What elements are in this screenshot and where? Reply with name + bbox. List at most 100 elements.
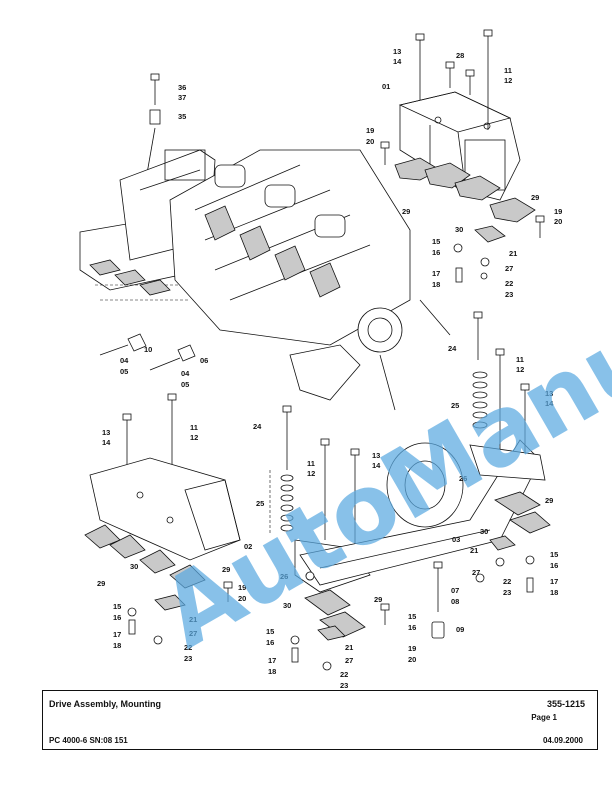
- callout-15-16: 15: [113, 602, 121, 611]
- issue-date: 04.09.2000: [542, 736, 583, 745]
- callout-13-14: 14: [545, 399, 554, 408]
- lower-right-frame-assembly: [299, 311, 551, 639]
- callout-13-14: 13: [545, 389, 553, 398]
- title-block: Drive Assembly, Mounting 355-1215 Page 1…: [42, 690, 598, 750]
- callout-02: 02: [244, 542, 252, 551]
- callout-29: 29: [545, 496, 553, 505]
- callout-27: 27: [505, 264, 513, 273]
- callout-11-12: 11: [516, 355, 524, 364]
- callout-01: 01: [382, 82, 390, 91]
- callout-11-12: 12: [504, 76, 512, 85]
- exploded-parts-diagram: 13 14 28 11 12 01 19 20 29 19 20 29 30 1…: [79, 29, 612, 690]
- callout-19-20: 19: [366, 126, 374, 135]
- callout-24: 24: [448, 344, 457, 353]
- callout-19-20: 20: [408, 655, 416, 664]
- callout-21: 21: [509, 249, 517, 258]
- callout-11-12: 11: [190, 423, 198, 432]
- callout-22-23: 23: [503, 588, 511, 597]
- engine-block: [169, 149, 451, 411]
- callout-15-16: 15: [266, 627, 274, 636]
- document-number: 355-1215: [546, 699, 585, 709]
- callout-labels: 13 14 28 11 12 01 19 20 29 19 20 29 30 1…: [97, 47, 562, 690]
- callout-06: 06: [200, 356, 208, 365]
- callout-27: 27: [472, 568, 480, 577]
- callout-04-05: 04: [120, 356, 129, 365]
- callout-13-14: 14: [102, 438, 111, 447]
- callout-13-14: 13: [393, 47, 401, 56]
- callout-19-20: 20: [366, 137, 374, 146]
- callout-22-23: 22: [340, 670, 348, 679]
- callout-15-16: 16: [113, 613, 121, 622]
- callout-13-14: 13: [102, 428, 110, 437]
- callout-13-14: 13: [372, 451, 380, 460]
- callout-22-23: 23: [184, 654, 192, 663]
- callout-29: 29: [97, 579, 105, 588]
- callout-13-14: 14: [372, 461, 381, 470]
- callout-07-08: 08: [451, 597, 459, 606]
- callout-22-23: 22: [503, 577, 511, 586]
- callout-11-12: 12: [190, 433, 198, 442]
- callout-15-16: 16: [408, 623, 416, 632]
- callout-19-20: 19: [238, 583, 246, 592]
- callout-19-20: 19: [554, 207, 562, 216]
- callout-09: 09: [456, 625, 464, 634]
- callout-17-18: 18: [550, 588, 558, 597]
- model-serial: PC 4000-6 SN:08 151: [49, 736, 128, 745]
- diagram-title: Drive Assembly, Mounting: [49, 699, 162, 709]
- callout-17-18: 17: [268, 656, 276, 665]
- callout-19-20: 20: [554, 217, 562, 226]
- upper-right-mount-assembly: [380, 29, 545, 283]
- callout-26: 26: [459, 474, 467, 483]
- callout-22-23: 23: [505, 290, 513, 299]
- callout-15-16: 15: [432, 237, 440, 246]
- callout-21: 21: [189, 615, 197, 624]
- callout-19-20: 19: [408, 644, 416, 653]
- callout-29: 29: [374, 595, 382, 604]
- callout-19-20: 20: [238, 594, 246, 603]
- callout-35: 35: [178, 112, 186, 121]
- callout-27: 27: [189, 629, 197, 638]
- callout-17-18: 18: [113, 641, 121, 650]
- callout-11-12: 12: [516, 365, 524, 374]
- callout-36-37: 36: [178, 83, 186, 92]
- callout-15-16: 16: [550, 561, 558, 570]
- callout-17-18: 17: [550, 577, 558, 586]
- callout-11-12: 11: [504, 66, 512, 75]
- callout-22-23: 22: [505, 279, 513, 288]
- callout-27: 27: [345, 656, 353, 665]
- callout-15-16: 16: [266, 638, 274, 647]
- callout-10: 10: [144, 345, 152, 354]
- lower-left-mount-assembly: [84, 393, 241, 645]
- callout-25: 25: [256, 499, 264, 508]
- page-number: Page 1: [531, 713, 557, 722]
- callout-30: 30: [455, 225, 463, 234]
- callout-11-12: 12: [307, 469, 315, 478]
- callout-30: 30: [130, 562, 138, 571]
- callout-04-05: 05: [181, 380, 189, 389]
- callout-21: 21: [470, 546, 478, 555]
- callout-30: 30: [283, 601, 291, 610]
- callout-17-18: 18: [268, 667, 276, 676]
- callout-25: 25: [451, 401, 459, 410]
- callout-29: 29: [531, 193, 539, 202]
- callout-04-05: 04: [181, 369, 190, 378]
- callout-13-14: 14: [393, 57, 402, 66]
- callout-17-18: 17: [432, 269, 440, 278]
- callout-04-05: 05: [120, 367, 128, 376]
- callout-30: 30: [480, 527, 488, 536]
- callout-17-18: 18: [432, 280, 440, 289]
- callout-15-16: 15: [408, 612, 416, 621]
- callout-15-16: 15: [550, 550, 558, 559]
- callout-26: 26: [280, 572, 288, 581]
- callout-24: 24: [253, 422, 262, 431]
- callout-07-08: 07: [451, 586, 459, 595]
- callout-21: 21: [345, 643, 353, 652]
- callout-29: 29: [402, 207, 410, 216]
- callout-17-18: 17: [113, 630, 121, 639]
- callout-11-12: 11: [307, 459, 315, 468]
- callout-22-23: 22: [184, 643, 192, 652]
- callout-22-23: 23: [340, 681, 348, 690]
- callout-15-16: 16: [432, 248, 440, 257]
- callout-28: 28: [456, 51, 464, 60]
- callout-36-37: 37: [178, 93, 186, 102]
